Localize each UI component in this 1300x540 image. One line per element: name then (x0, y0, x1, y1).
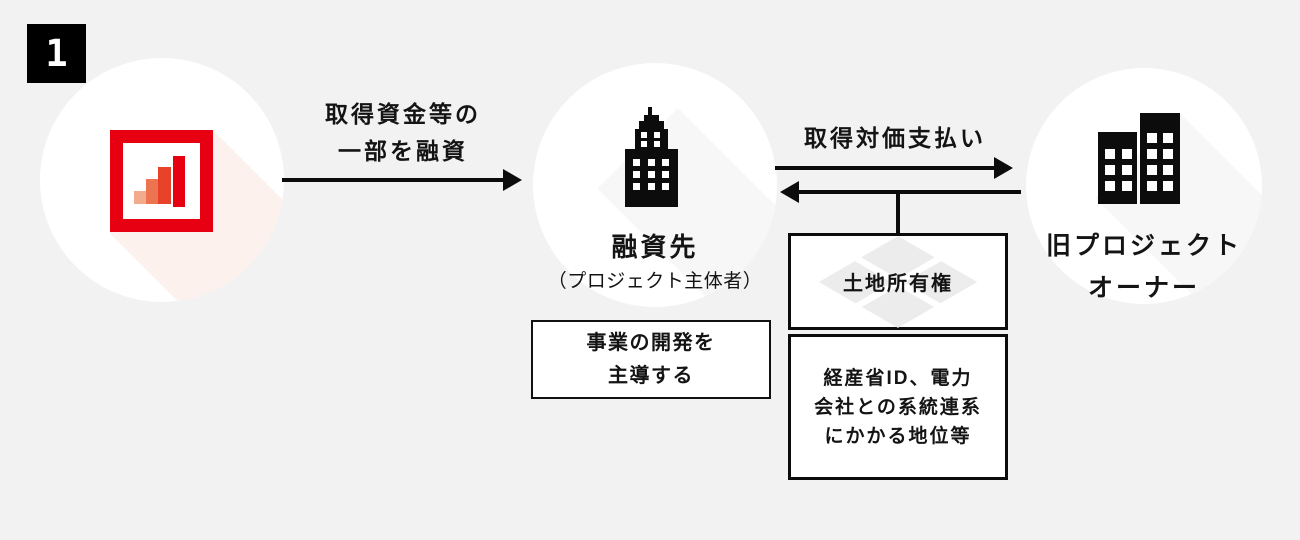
borrower-note-box: 事業の開発を 主導する (531, 320, 771, 399)
loan-arrow-label-line1: 取得資金等の (325, 101, 481, 127)
handover-connector-line (896, 192, 900, 235)
payment-arrow-head-icon (994, 157, 1013, 179)
meti-grid-line1: 経産省ID、電力 (823, 367, 973, 389)
bar-chart-logo-icon (110, 130, 213, 232)
old-owner-node (1026, 68, 1262, 304)
handover-arrow-head-icon (780, 181, 799, 203)
borrower-note-line2: 主導する (608, 364, 694, 387)
office-building-icon (625, 107, 678, 207)
meti-grid-line2: 会社との系統連系 (814, 396, 982, 418)
borrower-note-line1: 事業の開発を (586, 331, 716, 354)
loan-arrow-head-icon (503, 169, 522, 191)
meti-grid-box: 経産省ID、電力 会社との系統連系 にかかる地位等 (788, 334, 1008, 480)
land-rights-title: 土地所有権 (843, 273, 953, 295)
borrower-node (533, 63, 777, 307)
logo-bar-2 (146, 179, 158, 204)
two-buildings-icon (1098, 113, 1180, 204)
land-rights-box: 土地所有権 (788, 233, 1008, 330)
loan-arrow-label: 取得資金等の 一部を融資 (283, 96, 523, 170)
borrower-title: 融資先 (611, 232, 699, 262)
loan-arrow-shaft (282, 178, 505, 182)
old-owner-title-line2: オーナー (1087, 274, 1200, 302)
step-number-badge: 1 (27, 24, 86, 83)
loan-arrow-label-line2: 一部を融資 (338, 138, 468, 164)
logo-bar-4 (173, 156, 185, 207)
borrower-subtitle: （プロジェクト主体者） (547, 271, 763, 292)
payment-arrow-shaft (775, 166, 996, 170)
old-owner-title: 旧プロジェクト オーナー (1016, 225, 1272, 309)
logo-bar-3 (158, 167, 171, 204)
meti-grid-line3: にかかる地位等 (824, 425, 972, 447)
lender-node (40, 58, 284, 302)
step-number: 1 (45, 32, 68, 75)
payment-arrow-label: 取得対価支払い (804, 125, 986, 151)
old-owner-title-line1: 旧プロジェクト (1045, 232, 1242, 260)
handover-arrow-shaft (797, 190, 1021, 194)
logo-bar-1 (134, 191, 146, 204)
